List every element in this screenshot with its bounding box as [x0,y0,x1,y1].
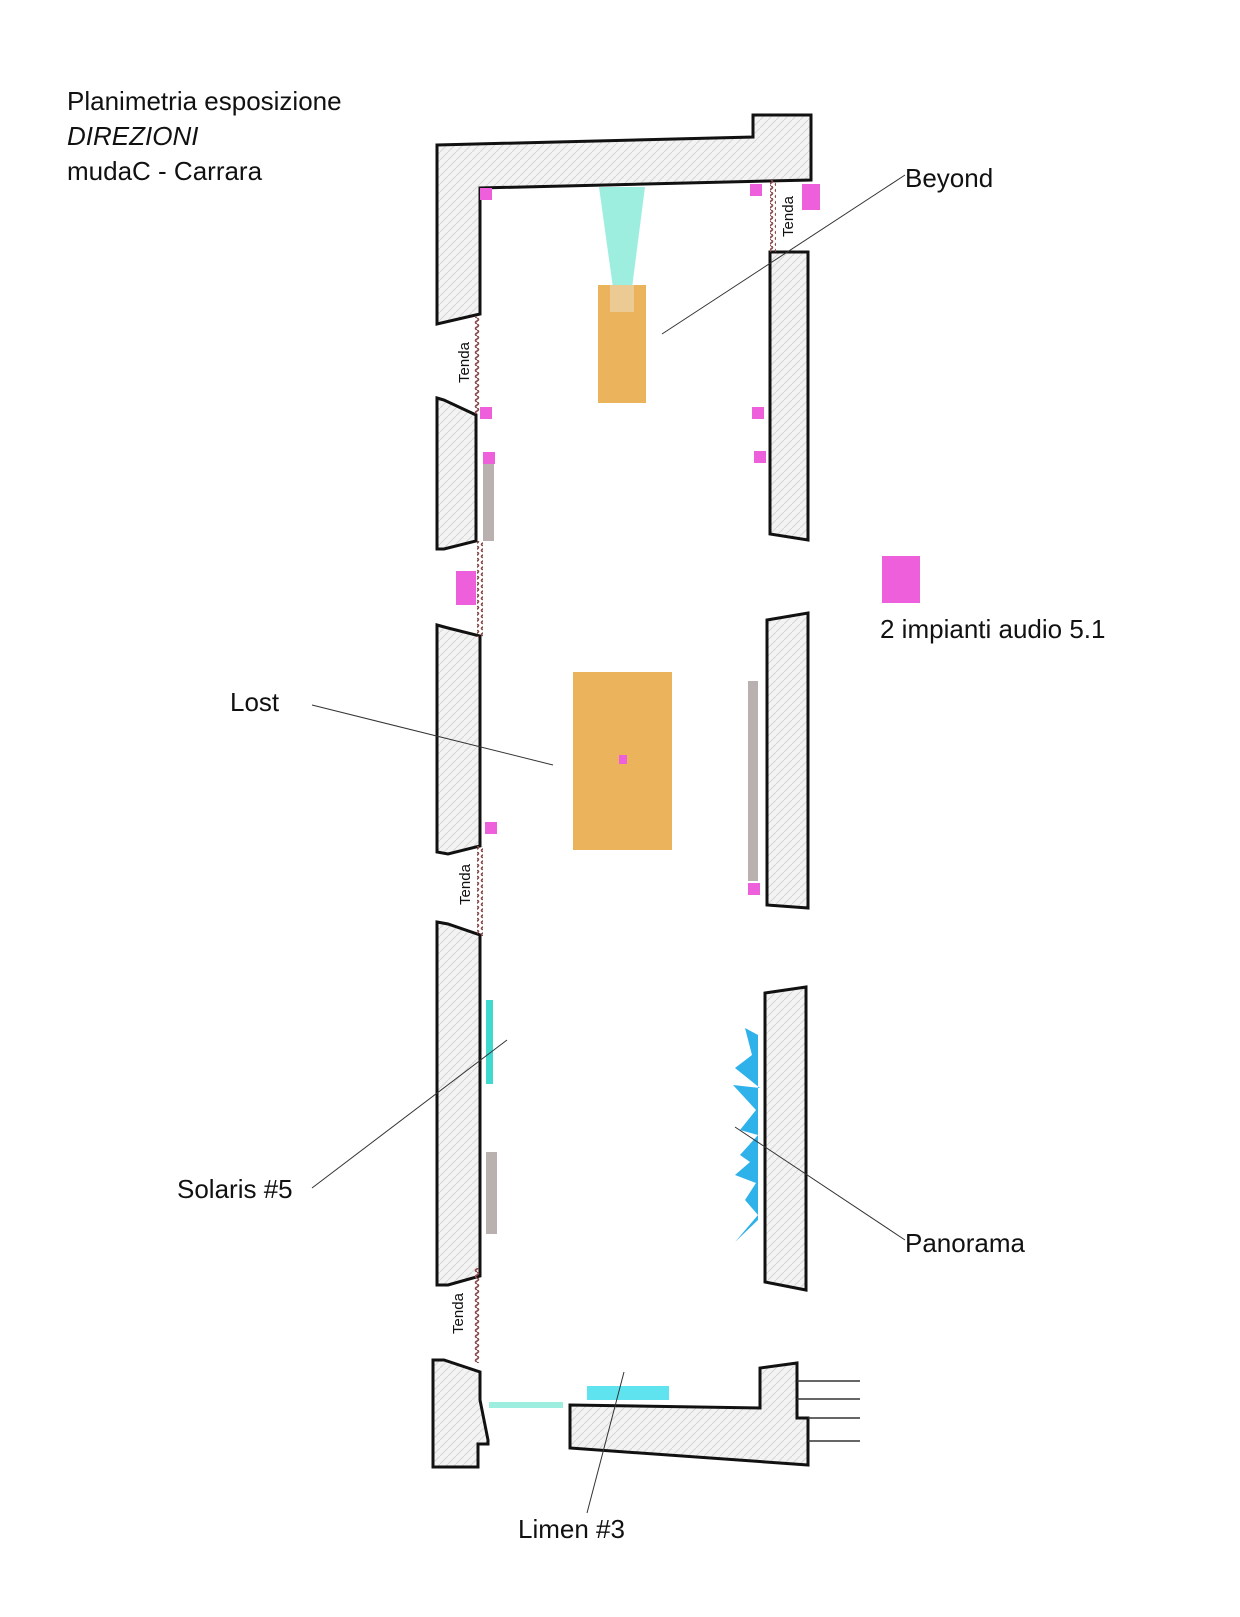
speaker [748,883,760,895]
speaker [485,822,497,834]
wall-right-1 [768,250,810,542]
walls [431,113,813,1469]
leader-lost [311,704,554,766]
curtains [474,180,776,1363]
curtain-label: Tenda [455,342,473,383]
wall-right-3 [763,985,808,1292]
leader-panorama [734,1126,906,1241]
curtain-right-top [770,180,776,252]
label-panorama: Panorama [905,1228,1025,1258]
panorama-installation [733,1028,760,1242]
legend-audio-label: 2 impianti audio 5.1 [880,614,1106,644]
speaker [619,755,627,764]
wall-left-2 [435,396,478,551]
curtain-label: Tenda [456,864,474,905]
leader-solaris [311,1039,508,1189]
label-beyond: Beyond [905,163,994,193]
wall-bottom [568,1361,810,1467]
curtain-label: Tenda [779,196,797,237]
wall-right-2 [765,611,810,910]
wall-left-3 [435,623,482,856]
title-line-1: Planimetria esposizione [67,86,342,116]
speaker [754,451,766,463]
curtain-label: Tenda [449,1293,467,1334]
stairs [797,1380,860,1442]
speaker [480,407,492,419]
limen-bar [587,1386,669,1400]
label-lost: Lost [230,687,280,717]
plan-title: Planimetria esposizione DIREZIONI mudaC … [67,84,342,189]
panel-left-1 [483,463,494,541]
speaker [752,407,764,419]
speaker [483,452,495,464]
speaker [456,571,476,605]
beyond-projector [610,285,634,312]
venue-name: mudaC - Carrara [67,156,263,186]
curtain-left-3 [477,846,483,936]
legend-audio-swatch [882,556,920,603]
leader-limen [586,1371,625,1514]
wall-top [435,113,813,326]
beyond-projection-beam [599,187,645,288]
solaris-screen [486,1000,493,1084]
label-limen: Limen #3 [518,1514,625,1544]
speakers [456,184,820,895]
curtain-left-4 [474,1268,480,1363]
speaker [750,184,762,196]
wall-left-bottom [431,1358,490,1469]
exhibition-name: DIREZIONI [67,121,199,151]
label-solaris: Solaris #5 [177,1174,293,1204]
curtain-left-1 [474,316,480,414]
speaker [480,188,492,200]
leader-beyond [661,174,906,335]
panel-right-lost [748,681,758,881]
panel-left-2 [486,1152,497,1234]
curtain-left-2 [477,541,483,637]
wall-left-4 [435,920,482,1287]
limen-bar-light [489,1402,563,1408]
leader-lines [311,174,906,1514]
speaker [802,184,820,210]
